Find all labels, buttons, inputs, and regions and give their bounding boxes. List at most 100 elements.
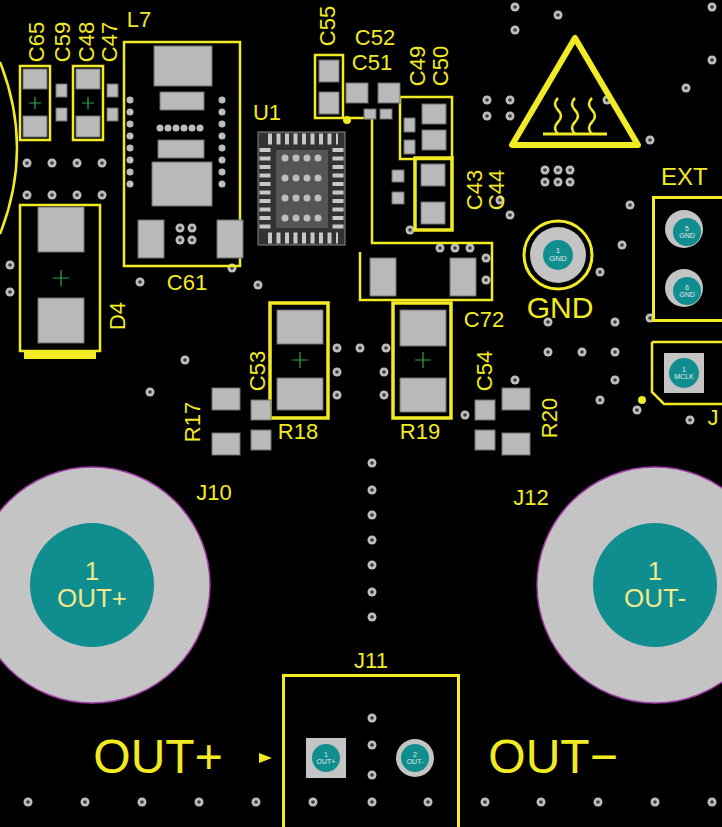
pad-text: 1 GND xyxy=(549,247,567,264)
via-field-part xyxy=(6,261,15,270)
via-field-part xyxy=(136,278,145,287)
via-field-part xyxy=(368,771,377,780)
via-field-part xyxy=(541,166,550,175)
via-field-part xyxy=(195,798,204,807)
reference-designator: C54 xyxy=(474,351,496,391)
via-field-part xyxy=(333,391,342,400)
test-pads-part xyxy=(664,353,704,393)
ic-package-part xyxy=(333,148,344,230)
via-field-part xyxy=(596,396,605,405)
test-pad: 5 GND xyxy=(673,218,701,246)
via-field-part xyxy=(48,191,57,200)
via-field-part xyxy=(333,368,342,377)
pad-text: 6 GND xyxy=(679,284,695,299)
component-pads-part xyxy=(212,388,240,410)
ic-package-part xyxy=(268,233,338,244)
via-field-part xyxy=(368,459,377,468)
via-field-part xyxy=(506,96,515,105)
via-field-part xyxy=(708,56,717,65)
via-field-part xyxy=(23,191,32,200)
silkscreen-outlines-part xyxy=(400,97,452,159)
via-field-part xyxy=(181,356,190,365)
reference-designator: C72 xyxy=(464,309,504,331)
via-field-part xyxy=(252,798,261,807)
via-field-part xyxy=(506,112,515,121)
component-pads-part xyxy=(380,109,392,119)
component-marks xyxy=(29,97,431,368)
component-pads-part xyxy=(421,164,445,186)
silkscreen-outlines-part xyxy=(524,221,592,289)
via-field-part xyxy=(380,368,389,377)
component-pads-part xyxy=(378,83,400,103)
via-field-part xyxy=(73,159,82,168)
via-field-part xyxy=(461,411,470,420)
silkscreen-outlines-part xyxy=(555,98,561,134)
reference-designator: C52 xyxy=(355,27,395,49)
silkscreen-outlines-part xyxy=(415,158,452,230)
via-rows xyxy=(130,100,222,190)
pin1-dot xyxy=(343,116,351,124)
via-field-part xyxy=(482,276,491,285)
component-pads-part xyxy=(370,258,396,296)
reference-designator: C44 xyxy=(486,170,508,210)
via-field-part xyxy=(537,798,546,807)
via-field-part xyxy=(611,318,620,327)
via-field-part xyxy=(6,288,15,297)
reference-designator: R17 xyxy=(182,402,204,442)
component-pads-part xyxy=(400,310,446,346)
component-pads-part xyxy=(404,118,415,132)
via-field-part xyxy=(138,798,147,807)
via-field-part xyxy=(176,224,185,233)
via-field-part xyxy=(611,376,620,385)
via-field-part xyxy=(368,511,377,520)
via-field-part xyxy=(541,178,550,187)
connector-designator: J11 xyxy=(354,650,388,672)
via-field-part xyxy=(406,226,415,235)
component-pads-part xyxy=(422,130,446,150)
via-field-part xyxy=(98,159,107,168)
component-marks-part xyxy=(292,352,431,368)
reference-designator: J12 xyxy=(513,487,548,509)
via-field-part xyxy=(24,798,33,807)
pad-text: 1 OUT+ xyxy=(57,558,127,613)
via-field-part xyxy=(48,159,57,168)
component-pads-part xyxy=(502,388,530,410)
via-field-part xyxy=(708,798,717,807)
via-field-part xyxy=(626,201,635,210)
via-field-part xyxy=(566,178,575,187)
silkscreen-outlines xyxy=(0,38,722,418)
net-label: OUT− xyxy=(488,733,617,781)
via-field-part xyxy=(554,166,563,175)
via-field-part xyxy=(511,3,520,12)
via-field-part xyxy=(682,84,691,93)
ic-package-part xyxy=(285,155,325,162)
reference-designator: C53 xyxy=(247,351,269,391)
reference-designator: C49 xyxy=(407,46,429,86)
component-pads-part xyxy=(154,46,212,86)
component-pads-part xyxy=(107,84,118,97)
via-field-part xyxy=(594,798,603,807)
reference-designator: C48 xyxy=(76,22,98,62)
via-rows-part xyxy=(160,125,208,132)
component-pads-part xyxy=(251,430,271,450)
via-field-part xyxy=(188,236,197,245)
via-field-part xyxy=(382,344,391,353)
component-pads-part xyxy=(392,170,404,182)
via-field-part xyxy=(368,536,377,545)
component-pads-part xyxy=(502,433,530,455)
component-pads-part xyxy=(38,298,84,343)
reference-designator: R18 xyxy=(278,421,318,443)
via-field-part xyxy=(188,224,197,233)
via-field-part xyxy=(451,244,460,253)
test-pads-part xyxy=(537,467,722,703)
via-field-part xyxy=(566,166,575,175)
via-field-part xyxy=(646,136,655,145)
test-pad: 2 OUT- xyxy=(401,744,429,772)
via-field-part xyxy=(578,348,587,357)
component-pads-part xyxy=(76,69,100,89)
via-field-part xyxy=(506,211,515,220)
ic-package-part xyxy=(258,132,345,245)
pad-text: 5 GND xyxy=(679,225,695,240)
via-field-part xyxy=(309,798,318,807)
